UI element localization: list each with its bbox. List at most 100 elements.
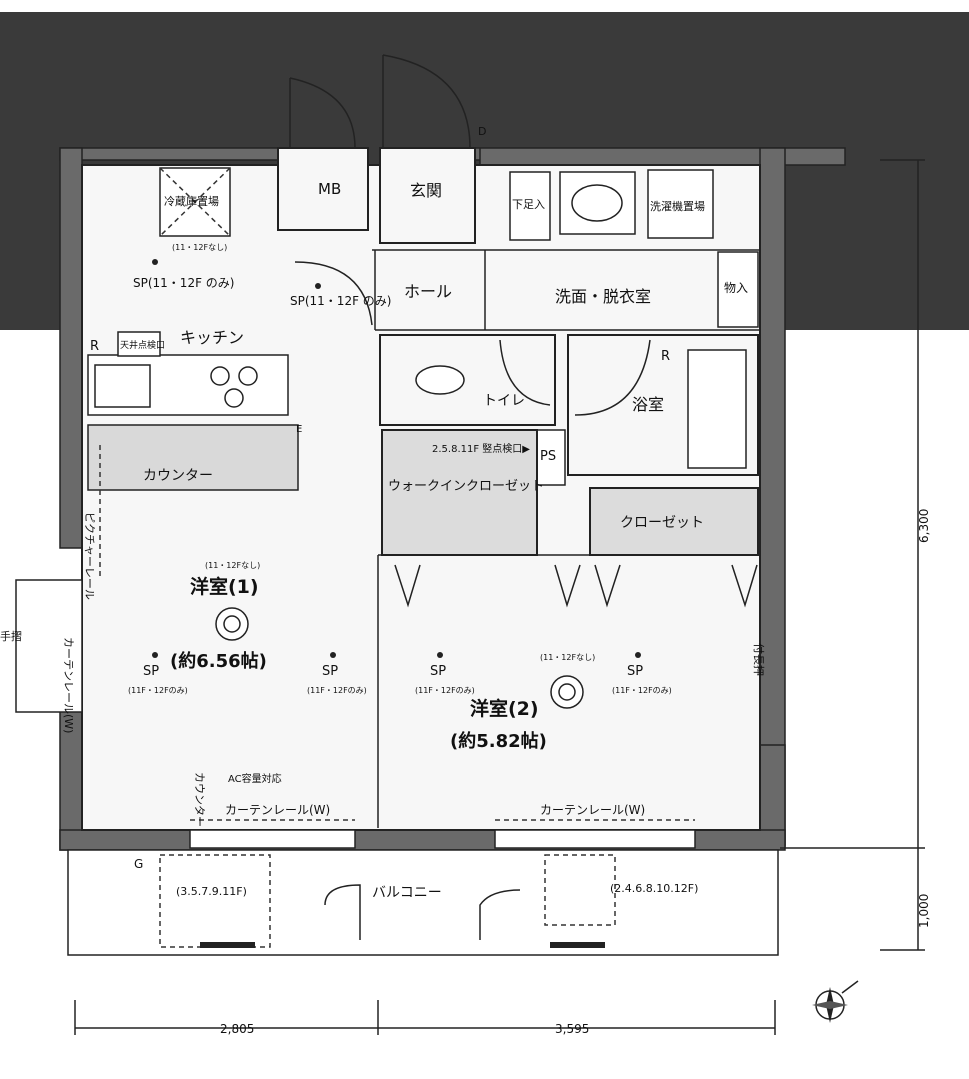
stove-burner-2 — [238, 366, 258, 386]
drain-left — [200, 942, 255, 948]
counter-bar — [87, 424, 299, 491]
mb-room — [277, 147, 369, 231]
label-sp-1: SP — [143, 664, 159, 679]
label-room2-size: (約5.82帖) — [450, 730, 547, 752]
ps-shaft — [534, 429, 566, 486]
symbol-r-bath: R — [661, 349, 670, 364]
basin-bowl — [571, 184, 623, 222]
window-bottom-left — [189, 829, 356, 849]
label-walk-in-closet: ウォークインクローゼット — [388, 479, 544, 494]
label-fixed-closet: 付長押 — [752, 643, 766, 676]
label-sp-2-note: (11F・12Fのみ) — [307, 686, 367, 695]
label-ceiling-hatch: 天井点検口 — [120, 339, 165, 351]
drain-right — [550, 942, 605, 948]
mb-door-swing — [289, 77, 356, 149]
label-counter2: カウンター — [193, 772, 206, 827]
closet-door-v2 — [554, 564, 581, 608]
label-sp-2: SP — [322, 664, 338, 679]
closet-box — [589, 487, 759, 556]
label-check-hatch: 2.5.8.11F 竪点検口▶ — [432, 442, 530, 455]
label-room1-size: (約6.56帖) — [170, 650, 267, 672]
label-room1-light-note: (11・12Fなし) — [205, 561, 260, 570]
closet-door-v1 — [394, 564, 421, 608]
label-fridge-note: (11・12Fなし) — [172, 243, 227, 252]
label-counter: カウンター — [143, 468, 213, 484]
label-ps: PS — [540, 449, 556, 464]
label-shoe-storage: 下足入 — [512, 198, 545, 211]
label-sp-4-note: (11F・12Fのみ) — [612, 686, 672, 695]
label-sp-1-note: (11F・12Fのみ) — [128, 686, 188, 695]
label-toilet: トイレ — [483, 393, 525, 409]
stove-burner-1 — [210, 366, 230, 386]
genkan-room — [379, 147, 476, 244]
label-dim-height-balcony: 1,000 — [917, 894, 931, 928]
label-sp-3-note: (11F・12Fのみ) — [415, 686, 475, 695]
sp-dot-2 — [330, 652, 336, 658]
label-hall: ホール — [404, 282, 452, 301]
label-storage: 物入 — [724, 281, 748, 295]
label-genkan: 玄関 — [410, 181, 442, 200]
symbol-r-kitchen: R — [90, 339, 99, 354]
toilet-bowl — [415, 365, 465, 395]
bath-door-swing — [574, 339, 651, 416]
label-room2-name: 洋室(2) — [470, 697, 539, 720]
label-sp-hall: SP(11・12F のみ) — [290, 294, 391, 308]
symbol-g: G — [134, 857, 143, 871]
balcony-door-right — [479, 889, 521, 940]
storage-box — [717, 251, 759, 328]
entrance-door-swing — [382, 54, 471, 149]
washer-space — [647, 169, 714, 239]
sp-dot-kitchen — [152, 259, 158, 265]
label-bath: 浴室 — [632, 395, 664, 414]
closet-door-v4 — [731, 564, 758, 608]
label-balcony-left-floors: (3.5.7.9.11F) — [176, 885, 247, 898]
sp-dot-hall — [315, 283, 321, 289]
sink — [94, 364, 151, 408]
window-left — [15, 579, 83, 713]
label-closet: クローゼット — [620, 515, 704, 531]
wall-left — [59, 147, 83, 549]
label-curtain-rail-left: カーテンレール(W) — [62, 637, 75, 733]
label-curtain-rail-2: カーテンレール(W) — [540, 803, 645, 817]
shoe-storage — [509, 171, 551, 241]
label-fridge: 冷蔵庫置場 — [164, 194, 219, 208]
toilet-room — [379, 334, 556, 426]
label-curtain-rail-1: カーテンレール(W) — [225, 803, 330, 817]
fridge-x2 — [159, 167, 231, 237]
label-balcony: バルコニー — [372, 885, 442, 901]
label-room1-name: 洋室(1) — [190, 575, 259, 598]
symbol-d: D — [478, 125, 486, 138]
label-sp-4: SP — [627, 664, 643, 679]
hall-door-swing — [294, 261, 373, 326]
symbol-e: E — [296, 424, 302, 435]
window-bottom-right — [494, 829, 696, 849]
balcony-door-left — [324, 884, 361, 940]
balcony-hatch-right — [544, 854, 616, 926]
toilet-door-swing — [499, 339, 551, 406]
ceiling-hatch-box — [117, 331, 161, 357]
label-handrail: 手摺 — [0, 629, 22, 643]
label-sp-3: SP — [430, 664, 446, 679]
sp-dot-1 — [152, 652, 158, 658]
compass-icon — [812, 980, 859, 1023]
label-room2-light-note: (11・12Fなし) — [540, 653, 595, 662]
balcony-area — [67, 849, 779, 956]
label-balcony-right-floors: (2.4.6.8.10.12F) — [610, 882, 698, 895]
label-dim-width-left: 2,805 — [220, 1022, 254, 1036]
label-sp-kitchen: SP(11・12F のみ) — [133, 276, 234, 290]
wall-right — [759, 147, 786, 849]
label-dim-height-main: 6,300 — [917, 509, 931, 543]
label-ac-note: AC容量対応 — [228, 772, 282, 785]
sp-dot-3 — [437, 652, 443, 658]
stove-burner-3 — [224, 388, 244, 408]
closet-door-v3 — [594, 564, 621, 608]
room1-light-inner — [223, 615, 241, 633]
label-washroom: 洗面・脱衣室 — [555, 287, 651, 306]
sp-dot-4 — [635, 652, 641, 658]
label-kitchen: キッチン — [180, 328, 244, 347]
label-dim-width-right: 3,595 — [555, 1022, 589, 1036]
label-washer: 洗濯機置場 — [650, 199, 705, 213]
room2-light-inner — [558, 683, 576, 701]
label-picture-rail: ピクチャーレール — [83, 512, 96, 600]
